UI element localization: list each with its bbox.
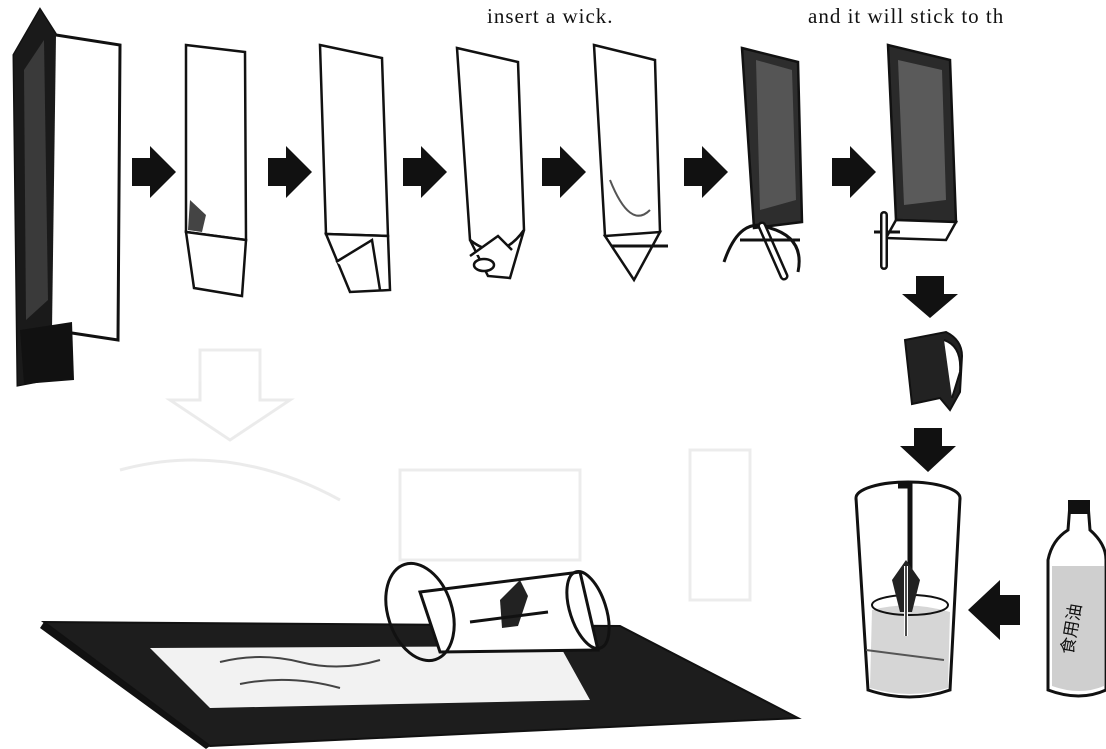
glass-oil-lamp — [856, 482, 960, 697]
arrow-right-icon — [132, 146, 176, 198]
milk-carton — [14, 10, 120, 385]
folded-wick-holder — [905, 332, 962, 410]
strip-step-6 — [724, 48, 802, 276]
strip-step-3 — [320, 45, 390, 292]
arrow-down-icon — [900, 428, 956, 472]
oil-bottle: 食用油 — [1048, 500, 1106, 696]
arrow-right-icon — [268, 146, 312, 198]
strip-step-5 — [594, 45, 668, 280]
bleed-through-background — [120, 350, 750, 600]
arrow-right-icon — [542, 146, 586, 198]
arrow-right-icon — [403, 146, 447, 198]
arrow-right-icon — [832, 146, 876, 198]
arrow-right-icon — [684, 146, 728, 198]
strip-step-7 — [874, 45, 956, 266]
strip-step-2 — [186, 45, 246, 296]
strip-step-4 — [457, 48, 524, 278]
arrow-left-icon — [968, 580, 1020, 640]
tipped-lamp-on-board — [40, 555, 798, 749]
arrow-down-icon — [902, 276, 958, 318]
